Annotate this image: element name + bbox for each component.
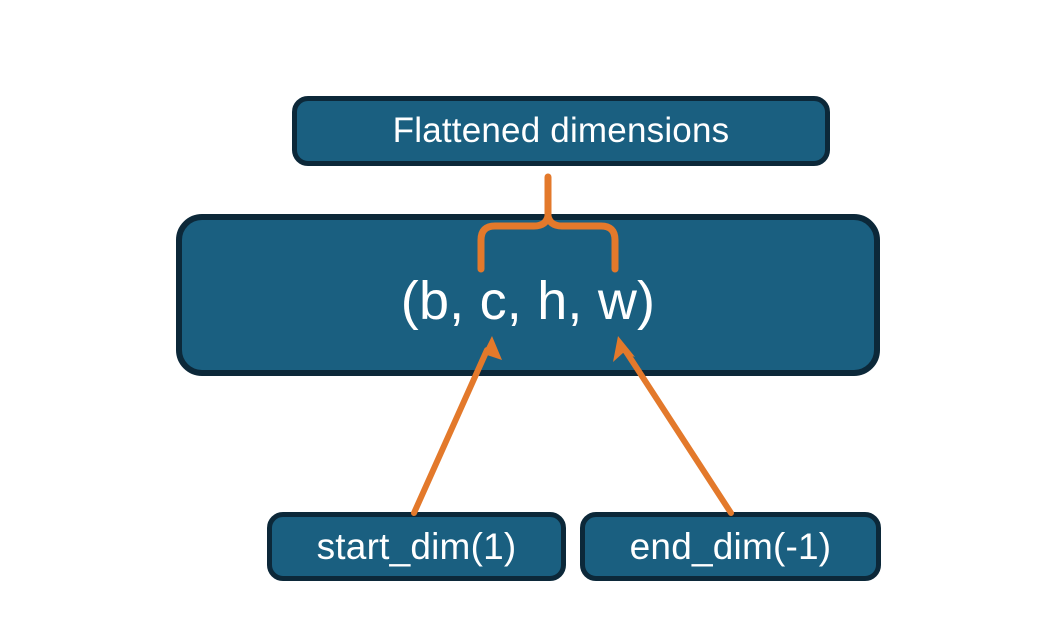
node-start-dim-label: start_dim(1) — [316, 525, 517, 567]
node-tensor-shape[interactable]: (b, c, h, w) — [176, 214, 880, 376]
node-end-dim[interactable]: end_dim(-1) — [580, 512, 881, 581]
node-start-dim[interactable]: start_dim(1) — [267, 512, 566, 581]
node-tensor-shape-label: (b, c, h, w) — [400, 271, 656, 331]
node-flattened-dimensions-label: Flattened dimensions — [392, 111, 730, 150]
node-flattened-dimensions[interactable]: Flattened dimensions — [292, 96, 830, 166]
node-end-dim-label: end_dim(-1) — [629, 525, 832, 567]
